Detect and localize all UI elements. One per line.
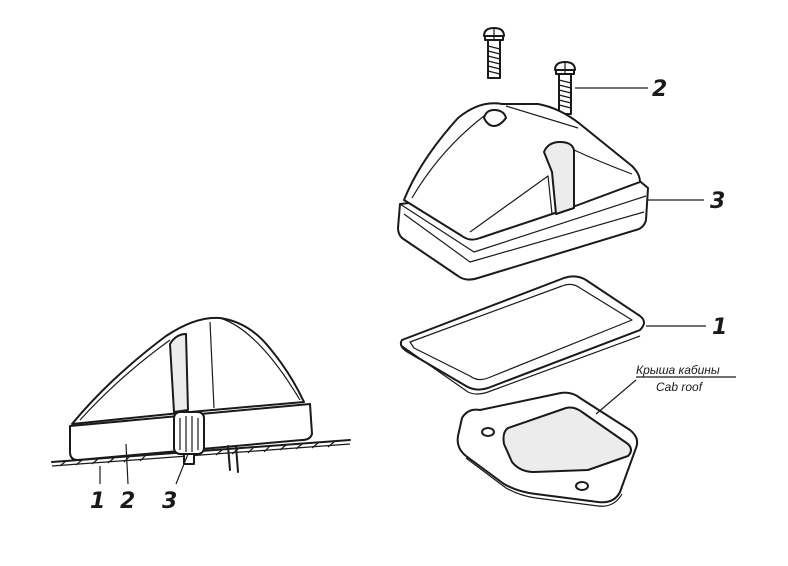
callout-assembled-base: 2 xyxy=(120,489,135,514)
roof-label-ru: Крыша кабины xyxy=(636,363,720,377)
callout-assembled-gasket: 1 xyxy=(90,489,105,514)
lamp-cover xyxy=(397,102,649,281)
gasket-frame xyxy=(399,275,645,395)
cab-roof-panel xyxy=(456,391,639,507)
leader-assembled-base xyxy=(125,443,129,485)
callout-cover: 3 xyxy=(710,189,725,214)
callout-screw: 2 xyxy=(652,77,667,102)
leader-roof xyxy=(595,379,637,415)
callout-gasket: 1 xyxy=(712,315,727,340)
screw-right xyxy=(554,61,576,115)
screw-left xyxy=(483,27,505,79)
roof-label-en: Cab roof xyxy=(656,380,704,394)
assembled-lamp xyxy=(51,316,351,473)
leader-assembled-cover xyxy=(175,453,189,485)
callout-assembled-cover: 3 xyxy=(162,489,177,514)
